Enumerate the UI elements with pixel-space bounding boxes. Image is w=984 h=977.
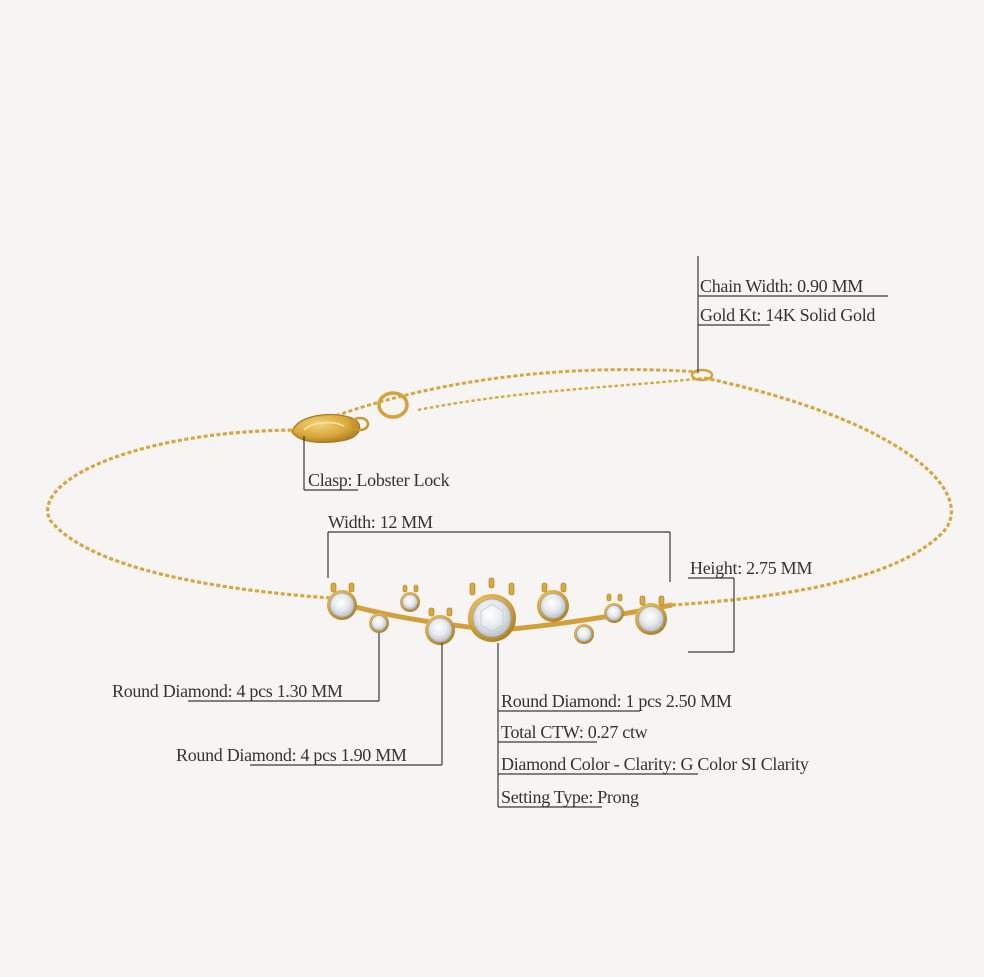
- label-chain-width-key: Chain Width: [700, 276, 789, 296]
- label-chain-width-value: 0.90 MM: [797, 276, 863, 296]
- chain-front-right: [671, 376, 953, 607]
- label-diamond-center-key: Round Diamond: [501, 691, 617, 711]
- label-diamond-center: Round Diamond: 1 pcs 2.50 MM: [501, 691, 732, 711]
- label-height-value: 2.75 MM: [746, 558, 813, 578]
- chain-front-left: [46, 428, 331, 600]
- gem-4: [425, 615, 455, 645]
- label-color-clarity-key: Diamond Color - Clarity: [501, 754, 672, 774]
- label-clasp-value: Lobster Lock: [356, 470, 450, 490]
- label-setting-type-value: Prong: [597, 787, 639, 807]
- label-clasp: Clasp: Lobster Lock: [308, 470, 450, 490]
- label-setting-type-key: Setting Type: [501, 787, 589, 807]
- label-total-ctw-value: 0.27 ctw: [587, 722, 648, 742]
- label-total-ctw-key: Total CTW: [501, 722, 579, 742]
- label-setting-type: Setting Type: Prong: [501, 787, 639, 807]
- label-diamond-medium-key: Round Diamond: [176, 745, 292, 765]
- label-clasp-key: Clasp: [308, 470, 348, 490]
- label-width-value: 12 MM: [379, 512, 433, 532]
- label-diamond-medium-value: 4 pcs 1.90 MM: [300, 745, 407, 765]
- label-gold-kt-key: Gold Kt: [700, 305, 757, 325]
- gem-1: [327, 590, 357, 620]
- gem-2: [369, 613, 389, 633]
- gem-3: [400, 592, 420, 612]
- label-color-clarity-value: G Color SI Clarity: [680, 754, 809, 774]
- diamond-setting-bar: [327, 577, 673, 645]
- label-diamond-center-value: 1 pcs 2.50 MM: [625, 691, 732, 711]
- label-diamond-small-key: Round Diamond: [112, 681, 228, 701]
- chain-back: [299, 368, 701, 432]
- lobster-clasp: [291, 391, 409, 443]
- label-diamond-small-value: 4 pcs 1.30 MM: [236, 681, 343, 701]
- label-gold-kt: Gold Kt: 14K Solid Gold: [700, 305, 876, 325]
- label-diamond-medium: Round Diamond: 4 pcs 1.90 MM: [176, 745, 407, 765]
- label-diamond-small: Round Diamond: 4 pcs 1.30 MM: [112, 681, 343, 701]
- leader-lines: [188, 256, 888, 808]
- label-height: Height: 2.75 MM: [690, 558, 813, 578]
- label-color-clarity: Diamond Color - Clarity: G Color SI Clar…: [501, 754, 809, 774]
- label-width: Width: 12 MM: [328, 512, 433, 532]
- gem-6: [537, 590, 569, 622]
- label-width-key: Width: [328, 512, 371, 532]
- gem-7: [574, 624, 594, 644]
- gem-center: [468, 594, 516, 642]
- end-ring: [690, 368, 714, 382]
- gem-9: [635, 603, 667, 635]
- gem-8: [604, 603, 624, 623]
- label-chain-width: Chain Width: 0.90 MM: [700, 276, 863, 296]
- label-height-key: Height: [690, 558, 738, 578]
- label-total-ctw: Total CTW: 0.27 ctw: [501, 722, 648, 742]
- label-gold-kt-value: 14K Solid Gold: [765, 305, 876, 325]
